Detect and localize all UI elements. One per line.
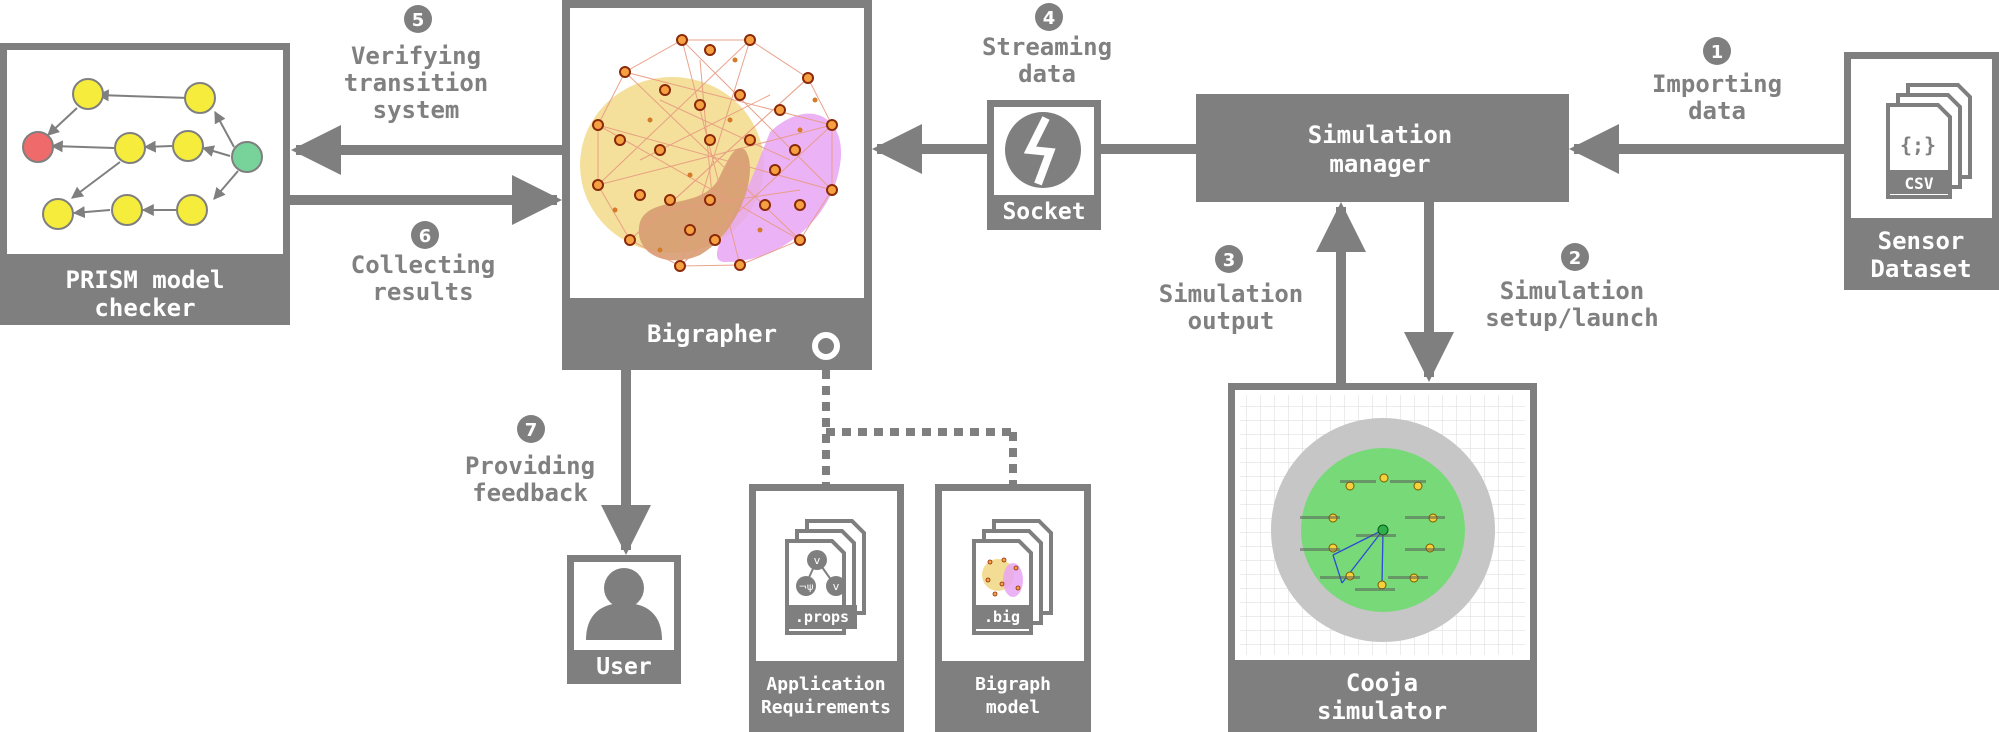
step-1-num: 1 xyxy=(1711,42,1724,63)
step-2-line1: Simulation xyxy=(1500,277,1645,305)
props-file-icon: v ¬ψ v .props xyxy=(785,519,866,635)
state-node xyxy=(176,194,208,226)
bigraph-illustration xyxy=(580,34,842,272)
step-6-line2: results xyxy=(372,278,473,306)
state-node-green xyxy=(231,141,263,173)
step-1-line1: Importing xyxy=(1652,70,1782,98)
app-requirements-label-line2: Requirements xyxy=(761,697,891,718)
state-node xyxy=(184,82,216,114)
step-2-line2: setup/launch xyxy=(1485,304,1658,332)
cooja-label-line2: simulator xyxy=(1317,697,1447,725)
app-requirements-label-line1: Application xyxy=(766,674,885,695)
bigrapher-box: Bigrapher xyxy=(562,0,872,370)
step-2-num: 2 xyxy=(1569,248,1582,269)
socket-label: Socket xyxy=(1002,199,1085,225)
step-3-num: 3 xyxy=(1223,250,1236,271)
dashed-dependency-links xyxy=(822,370,1017,484)
step-3: 3 Simulation output xyxy=(1159,245,1304,335)
socket-box: Socket xyxy=(987,100,1101,230)
cooja-simulator-box: Cooja simulator xyxy=(1228,383,1537,732)
sensor-dataset-label-line1: Sensor xyxy=(1878,227,1965,255)
prism-label-line2: checker xyxy=(94,294,195,322)
step-1: 1 Importing data xyxy=(1652,37,1782,125)
step-4-line1: Streaming xyxy=(982,33,1112,61)
step-6-num: 6 xyxy=(419,226,432,247)
simulation-manager-label-line1: Simulation xyxy=(1308,121,1453,149)
user-box: User xyxy=(567,555,681,684)
bigraph-model-label-line2: model xyxy=(986,697,1040,718)
props-file-tag: .props xyxy=(795,608,849,626)
step-4: 4 Streaming data xyxy=(982,3,1112,88)
props-glyph-left: ¬ψ xyxy=(799,582,814,593)
prism-model-checker-box: PRISM model checker xyxy=(0,43,290,325)
step-7-num: 7 xyxy=(525,420,538,441)
step-7-line1: Providing xyxy=(465,452,595,480)
step-7: 7 Providing feedback xyxy=(465,415,595,507)
step-5-line2: transition xyxy=(344,69,489,97)
step-3-line1: Simulation xyxy=(1159,280,1304,308)
state-node xyxy=(114,132,146,164)
step-6-line1: Collecting xyxy=(351,251,496,279)
state-node xyxy=(42,198,74,230)
step-6: 6 Collecting results xyxy=(351,221,496,306)
simulation-manager-box: Simulation manager xyxy=(1196,94,1569,202)
step-7-line2: feedback xyxy=(472,479,588,507)
big-file-tag: .big xyxy=(984,608,1020,626)
app-requirements-box: v ¬ψ v .props Application Requirements xyxy=(749,484,904,732)
cooja-network-view xyxy=(1271,418,1495,642)
step-5-line3: system xyxy=(373,96,460,124)
simulation-manager-label-line2: manager xyxy=(1329,150,1430,178)
state-node-red xyxy=(22,131,54,163)
step-2: 2 Simulation setup/launch xyxy=(1485,243,1659,332)
sensor-dataset-label-line2: Dataset xyxy=(1870,255,1971,283)
arrows xyxy=(290,124,1844,555)
csv-file-tag: CSV xyxy=(1905,174,1934,193)
props-glyph-right: v xyxy=(833,580,840,593)
step-5-num: 5 xyxy=(412,10,425,31)
csv-file-icon: {;} CSV xyxy=(1886,83,1972,199)
bigraph-model-box: .big Bigraph model xyxy=(935,484,1091,732)
bigrapher-label: Bigrapher xyxy=(647,320,777,348)
socket-icon xyxy=(1005,112,1081,188)
connector-ring-icon xyxy=(812,332,840,360)
big-file-icon: .big xyxy=(972,519,1053,635)
user-icon xyxy=(586,568,662,640)
step-5-line1: Verifying xyxy=(351,42,481,70)
step-1-line2: data xyxy=(1688,97,1746,125)
user-label: User xyxy=(596,654,651,680)
step-4-line2: data xyxy=(1018,60,1076,88)
state-node xyxy=(111,194,143,226)
state-nodes xyxy=(22,78,263,230)
state-node xyxy=(72,78,104,110)
state-node xyxy=(172,130,204,162)
step-4-num: 4 xyxy=(1043,8,1056,29)
props-glyph-top: v xyxy=(814,554,821,567)
cooja-label-line1: Cooja xyxy=(1346,669,1418,697)
sensor-dataset-box: {;} CSV Sensor Dataset xyxy=(1844,52,1999,290)
bigraph-model-label-line1: Bigraph xyxy=(975,674,1051,695)
step-5: 5 Verifying transition system xyxy=(344,5,489,124)
step-3-line2: output xyxy=(1188,307,1275,335)
transition-system-graph xyxy=(47,89,239,219)
csv-file-glyph: {;} xyxy=(1900,133,1936,157)
prism-label-line1: PRISM model xyxy=(66,266,225,294)
